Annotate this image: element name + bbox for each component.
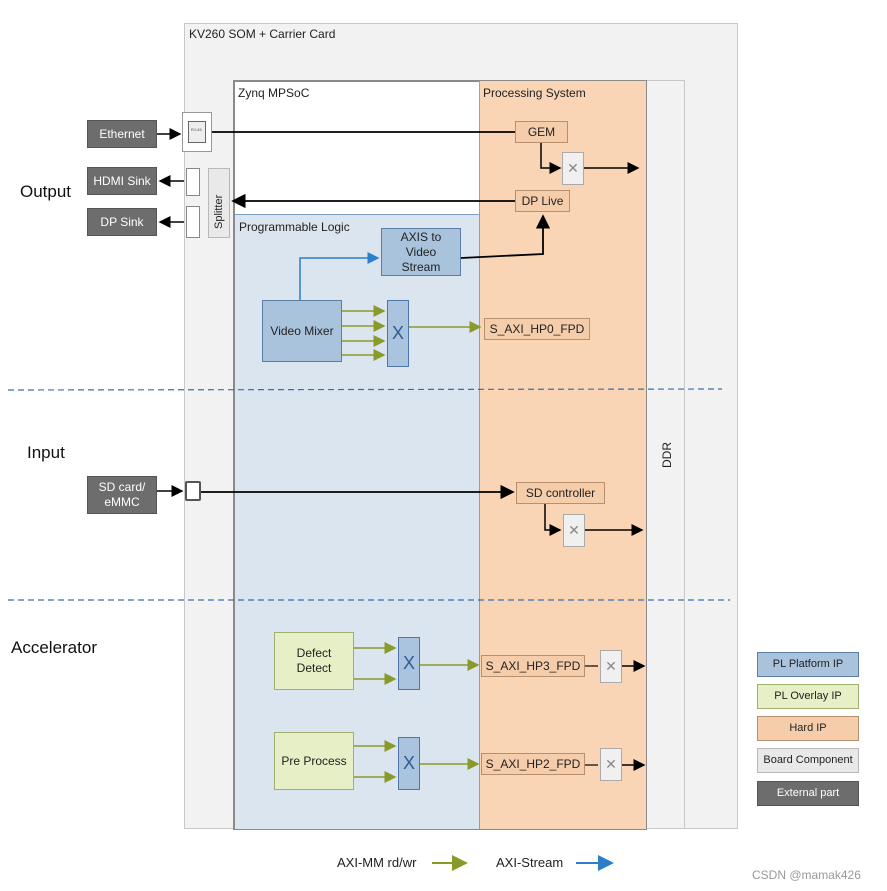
hp0-block: S_AXI_HP0_FPD <box>484 318 590 340</box>
rj45-label: RJ-45 <box>191 127 202 132</box>
section-input: Input <box>27 443 65 462</box>
hp2-block: S_AXI_HP2_FPD <box>481 753 585 775</box>
gem-mux-icon: ✕ <box>562 152 584 185</box>
pl-title: Programmable Logic <box>239 220 350 234</box>
ethernet-box: Ethernet <box>87 120 157 148</box>
defect-interconnect-icon: X <box>398 637 420 690</box>
hp3-block: S_AXI_HP3_FPD <box>481 655 585 677</box>
rj45-connector: RJ-45 <box>182 112 212 152</box>
legend-hard-ip: Hard IP <box>757 716 859 741</box>
dp-sink-box: DP Sink <box>87 208 157 236</box>
video-mixer-block: Video Mixer <box>262 300 342 362</box>
dp-connector-icon <box>186 206 200 238</box>
pre-process-block: Pre Process <box>274 732 354 790</box>
legend-external-part: External part <box>757 781 859 806</box>
board-title: KV260 SOM + Carrier Card <box>189 27 336 41</box>
dp-live-block: DP Live <box>515 190 570 212</box>
sd-mux-icon: ✕ <box>563 514 585 547</box>
legend-axi-mm-label: AXI-MM rd/wr <box>337 855 417 870</box>
sd-controller-block: SD controller <box>516 482 605 504</box>
legend-axi-stream-label: AXI-Stream <box>496 855 564 870</box>
ps-title: Processing System <box>483 86 586 100</box>
hp3-mux-icon: ✕ <box>600 650 622 683</box>
video-mixer-interconnect-icon: X <box>387 300 409 367</box>
splitter-box: Splitter <box>208 168 230 238</box>
sd-connector-icon <box>185 481 201 501</box>
hp2-mux-icon: ✕ <box>600 748 622 781</box>
section-output: Output <box>20 182 72 201</box>
watermark: CSDN @mamak426 <box>752 868 861 882</box>
preprocess-interconnect-icon: X <box>398 737 420 790</box>
gem-block: GEM <box>515 121 568 143</box>
separator-output-input <box>7 388 723 391</box>
rj45-jack-icon <box>188 121 206 143</box>
defect-detect-block: Defect Detect <box>274 632 354 690</box>
axis-to-video-stream-block: AXIS to Video Stream <box>381 228 461 276</box>
zynq-title: Zynq MPSoC <box>238 86 310 100</box>
legend-board-component: Board Component <box>757 748 859 773</box>
legend-pl-platform-ip: PL Platform IP <box>757 652 859 677</box>
legend-pl-overlay-ip: PL Overlay IP <box>757 684 859 709</box>
section-accelerator: Accelerator <box>11 638 97 657</box>
hdmi-sink-box: HDMI Sink <box>87 167 157 195</box>
sd-card-box: SD card/ eMMC <box>87 476 157 514</box>
hdmi-connector-icon <box>186 168 200 196</box>
